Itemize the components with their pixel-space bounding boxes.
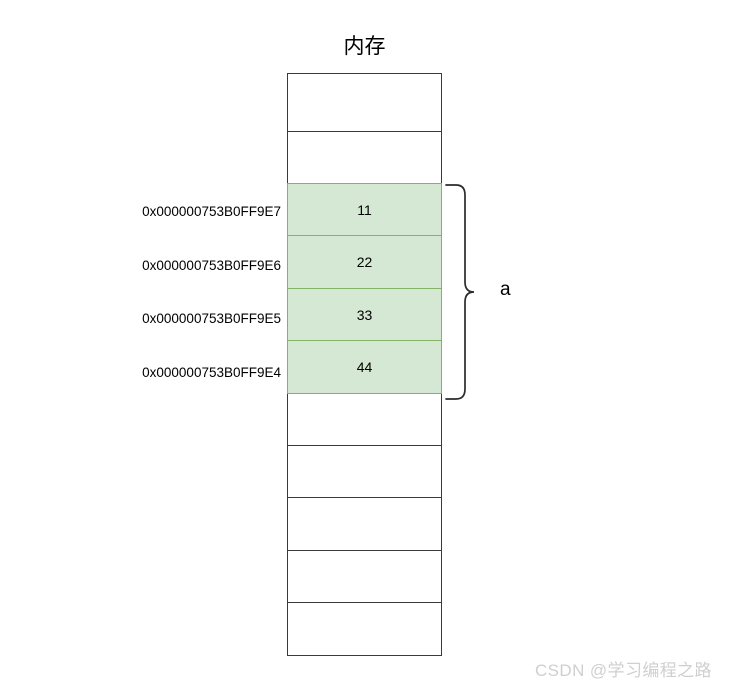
array-variable-label: a <box>500 279 511 300</box>
memory-cell-highlighted: 11 <box>287 182 442 237</box>
memory-cell-highlighted: 44 <box>287 340 442 395</box>
address-label: 0x000000753B0FF9E4 <box>142 365 281 380</box>
watermark: CSDN @学习编程之路 <box>535 661 712 680</box>
memory-cell-empty <box>287 602 442 657</box>
memory-column: 11 22 33 44 <box>287 73 442 657</box>
address-label: 0x000000753B0FF9E6 <box>142 258 281 273</box>
memory-cell-value: 44 <box>356 359 373 376</box>
memory-cell-highlighted: 33 <box>287 287 442 342</box>
curly-brace-icon <box>445 184 475 400</box>
page-title: 内存 <box>343 35 386 58</box>
memory-cell-empty <box>287 392 442 447</box>
address-label: 0x000000753B0FF9E7 <box>142 204 281 219</box>
memory-cell-highlighted: 22 <box>287 235 442 290</box>
memory-cell-empty <box>287 497 442 552</box>
memory-cell-value: 33 <box>356 306 373 323</box>
address-label: 0x000000753B0FF9E5 <box>142 311 281 326</box>
memory-cell-value: 22 <box>356 254 373 271</box>
memory-cell-empty <box>287 131 442 185</box>
memory-cell-value: 11 <box>357 201 372 218</box>
memory-cell-empty <box>287 549 442 604</box>
memory-cell-empty <box>287 73 442 133</box>
memory-cell-empty <box>287 444 442 499</box>
